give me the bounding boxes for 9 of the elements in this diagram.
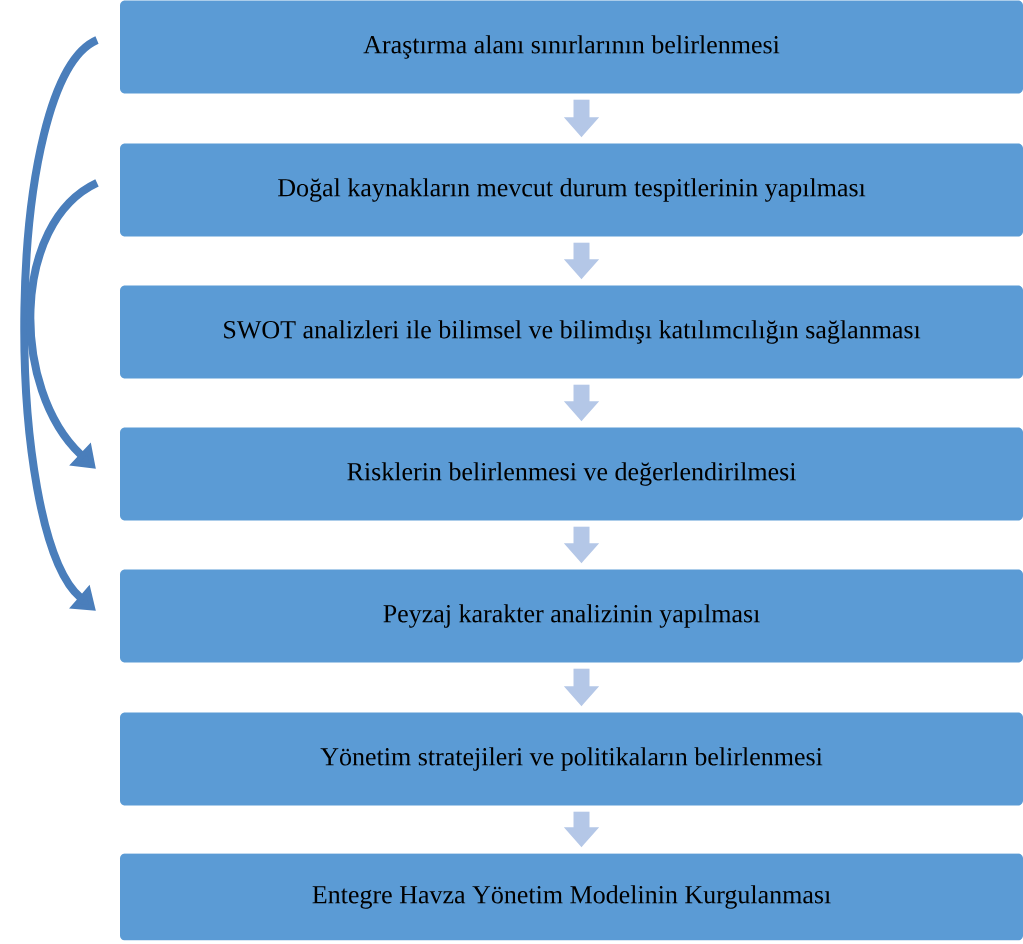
process-box: Risklerin belirlenmesi ve değerlendirilmesi <box>120 427 1023 521</box>
curved-arrow <box>26 179 100 469</box>
curved-arrow <box>20 36 100 611</box>
process-box: SWOT analizleri ile bilimsel ve bilimdışı katılımcılığın sağlanması <box>120 285 1023 379</box>
process-box: Doğal kaynakların mevcut durum tespitlerinin yapılması <box>120 143 1023 237</box>
process-box: Yönetim stratejileri ve politikaların belirlenmesi <box>120 712 1023 806</box>
process-box: Peyzaj karakter analizinin yapılması <box>120 569 1023 663</box>
process-box: Entegre Havza Yönetim Modelinin Kurgulanması <box>120 853 1023 941</box>
process-box: Araştırma alanı sınırlarının belirlenmesi <box>120 0 1023 94</box>
